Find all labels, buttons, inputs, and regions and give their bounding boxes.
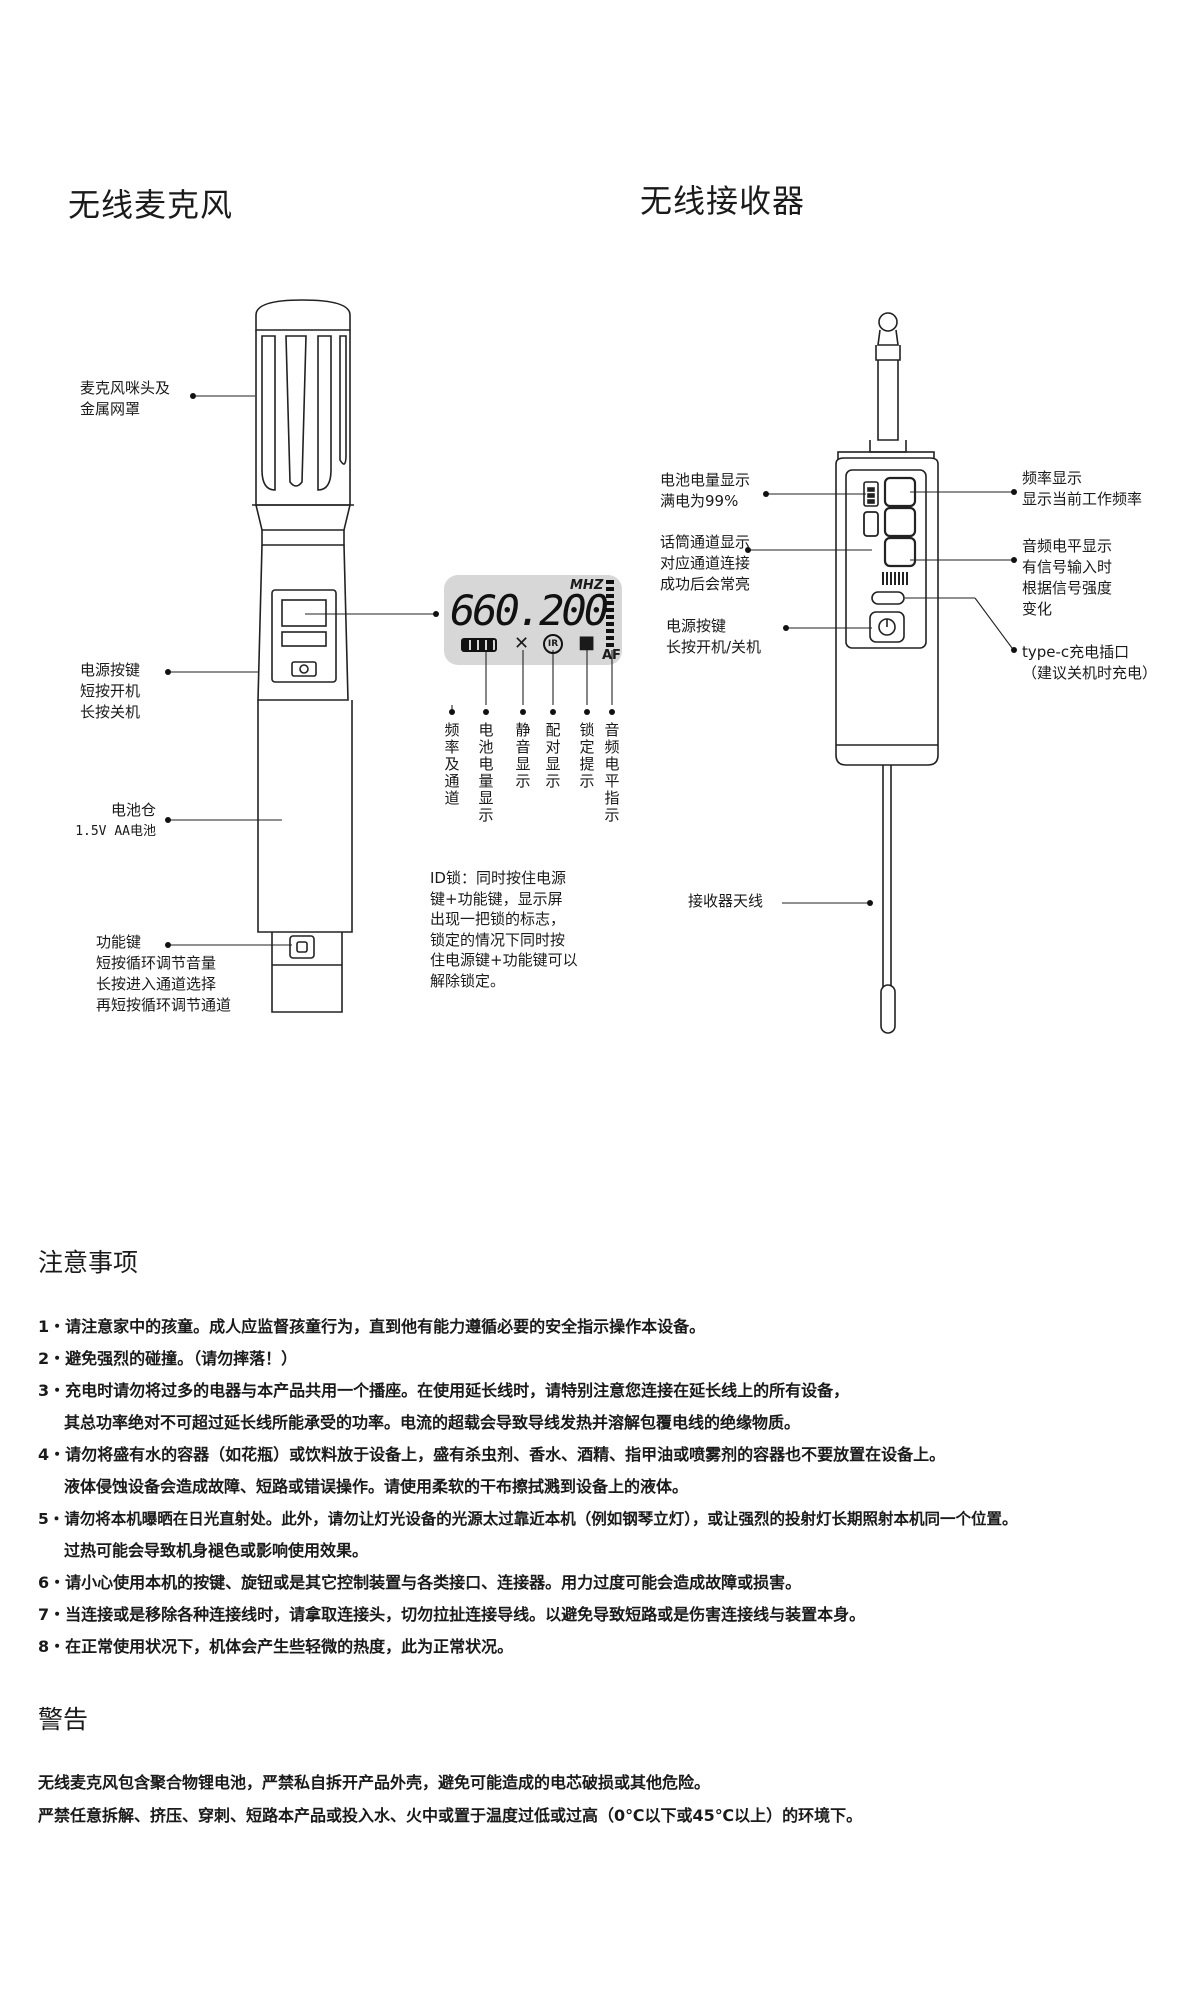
note-line: 4・请勿将盛有水的容器（如花瓶）或饮料放于设备上，盛有杀虫剂、香水、酒精、指甲油… — [38, 1445, 946, 1464]
lock-icon: ■ — [578, 632, 596, 653]
microphone-drawing — [252, 299, 354, 1013]
lcd-level-bars — [606, 580, 614, 650]
mic-battery-callout: 电池仓 1.5V AA电池 — [75, 801, 156, 839]
rx-antenna-callout: 接收器天线 — [688, 892, 764, 910]
label-mute: 静音显示 — [515, 721, 531, 790]
mic-head-callout: 麦克风咪头及 金属网罩 — [80, 379, 171, 418]
rx-channel-callout: 话筒通道显示 对应通道连接 成功后会常亮 — [660, 533, 751, 593]
mic-power-callout: 电源按键 短按开机 长按关机 — [80, 661, 141, 721]
label-audio-level: 音频电平指示 — [604, 721, 620, 824]
note-line: 其总功率绝对不可超过延长线所能承受的功率。电流的超载会导致导线发热并溶解包覆电线… — [64, 1413, 801, 1432]
rx-power-callout: 电源按键 长按开机/关机 — [666, 617, 762, 656]
battery-icon — [461, 638, 497, 652]
mic-title: 无线麦克风 — [68, 186, 234, 224]
notes-heading: 注意事项 — [38, 1248, 139, 1277]
receiver-title: 无线接收器 — [640, 182, 806, 220]
mic-function-callout: 功能键 短按循环调节音量 长按进入通道选择 再短按循环调节通道 — [96, 933, 232, 1014]
warning-line: 严禁任意拆解、挤压、穿刺、短路本产品或投入水、火中或置于温度过低或过高（0℃以下… — [38, 1806, 863, 1825]
note-line: 7・当连接或是移除各种连接线时，请拿取连接头，切勿拉扯连接导线。以避免导致短路或… — [38, 1605, 866, 1624]
receiver-drawing — [835, 312, 939, 1034]
lcd-af: AF — [602, 648, 621, 663]
id-lock-note: ID锁：同时按住电源 键+功能键，显示屏 出现一把锁的标志， 锁定的情况下同时按… — [430, 869, 578, 990]
lcd-frequency: 660.200 — [450, 586, 609, 635]
rx-frequency-callout: 频率显示 显示当前工作频率 — [1022, 469, 1143, 508]
rx-typec-callout: type-c充电插口 （建议关机时充电） — [1022, 643, 1158, 682]
mute-icon: ✕ — [514, 633, 530, 654]
label-lock: 锁定提示 — [579, 721, 595, 790]
note-line: 2・避免强烈的碰撞。（请勿摔落！） — [38, 1349, 298, 1368]
note-line: 6・请小心使用本机的按键、旋钮或是其它控制装置与各类接口、连接器。用力过度可能会… — [38, 1573, 802, 1592]
leader-lines — [170, 395, 1013, 946]
lcd-unit: MHZ — [570, 578, 604, 593]
note-line: 8・在正常使用状况下，机体会产生些轻微的热度，此为正常状况。 — [38, 1637, 514, 1656]
note-line: 3・充电时请勿将过多的电器与本产品共用一个播座。在使用延长线时，请特别注意您连接… — [38, 1381, 850, 1400]
rx-battery-callout: 电池电量显示 满电为99% — [660, 471, 751, 510]
warning-heading: 警告 — [38, 1705, 89, 1734]
label-battery-level: 电池电量显示 — [478, 721, 494, 824]
warning-list: 无线麦克风包含聚合物锂电池，严禁私自拆开产品外壳，避免可能造成的电芯破损或其他危… — [38, 1766, 862, 1832]
note-line: 液体侵蚀设备会造成故障、短路或错误操作。请使用柔软的干布擦拭溅到设备上的液体。 — [64, 1477, 689, 1496]
pair-icon: IR — [543, 634, 563, 654]
note-line: 1・请注意家中的孩童。成人应监督孩童行为，直到他有能力遵循必要的安全指示操作本设… — [38, 1317, 706, 1336]
label-frequency-channel: 频率及通道 — [444, 721, 460, 807]
notes-list: 1・请注意家中的孩童。成人应监督孩童行为，直到他有能力遵循必要的安全指示操作本设… — [38, 1311, 1018, 1663]
note-line: 过热可能会导致机身褪色或影响使用效果。 — [64, 1541, 369, 1560]
warning-line: 无线麦克风包含聚合物锂电池，严禁私自拆开产品外壳，避免可能造成的电芯破损或其他危… — [38, 1773, 711, 1792]
label-pairing: 配对显示 — [545, 721, 561, 790]
note-line: 5・请勿将本机曝晒在日光直射处。此外，请勿让灯光设备的光源太过靠近本机（例如钢琴… — [38, 1510, 1018, 1528]
rx-level-callout: 音频电平显示 有信号输入时 根据信号强度 变化 — [1022, 537, 1113, 618]
